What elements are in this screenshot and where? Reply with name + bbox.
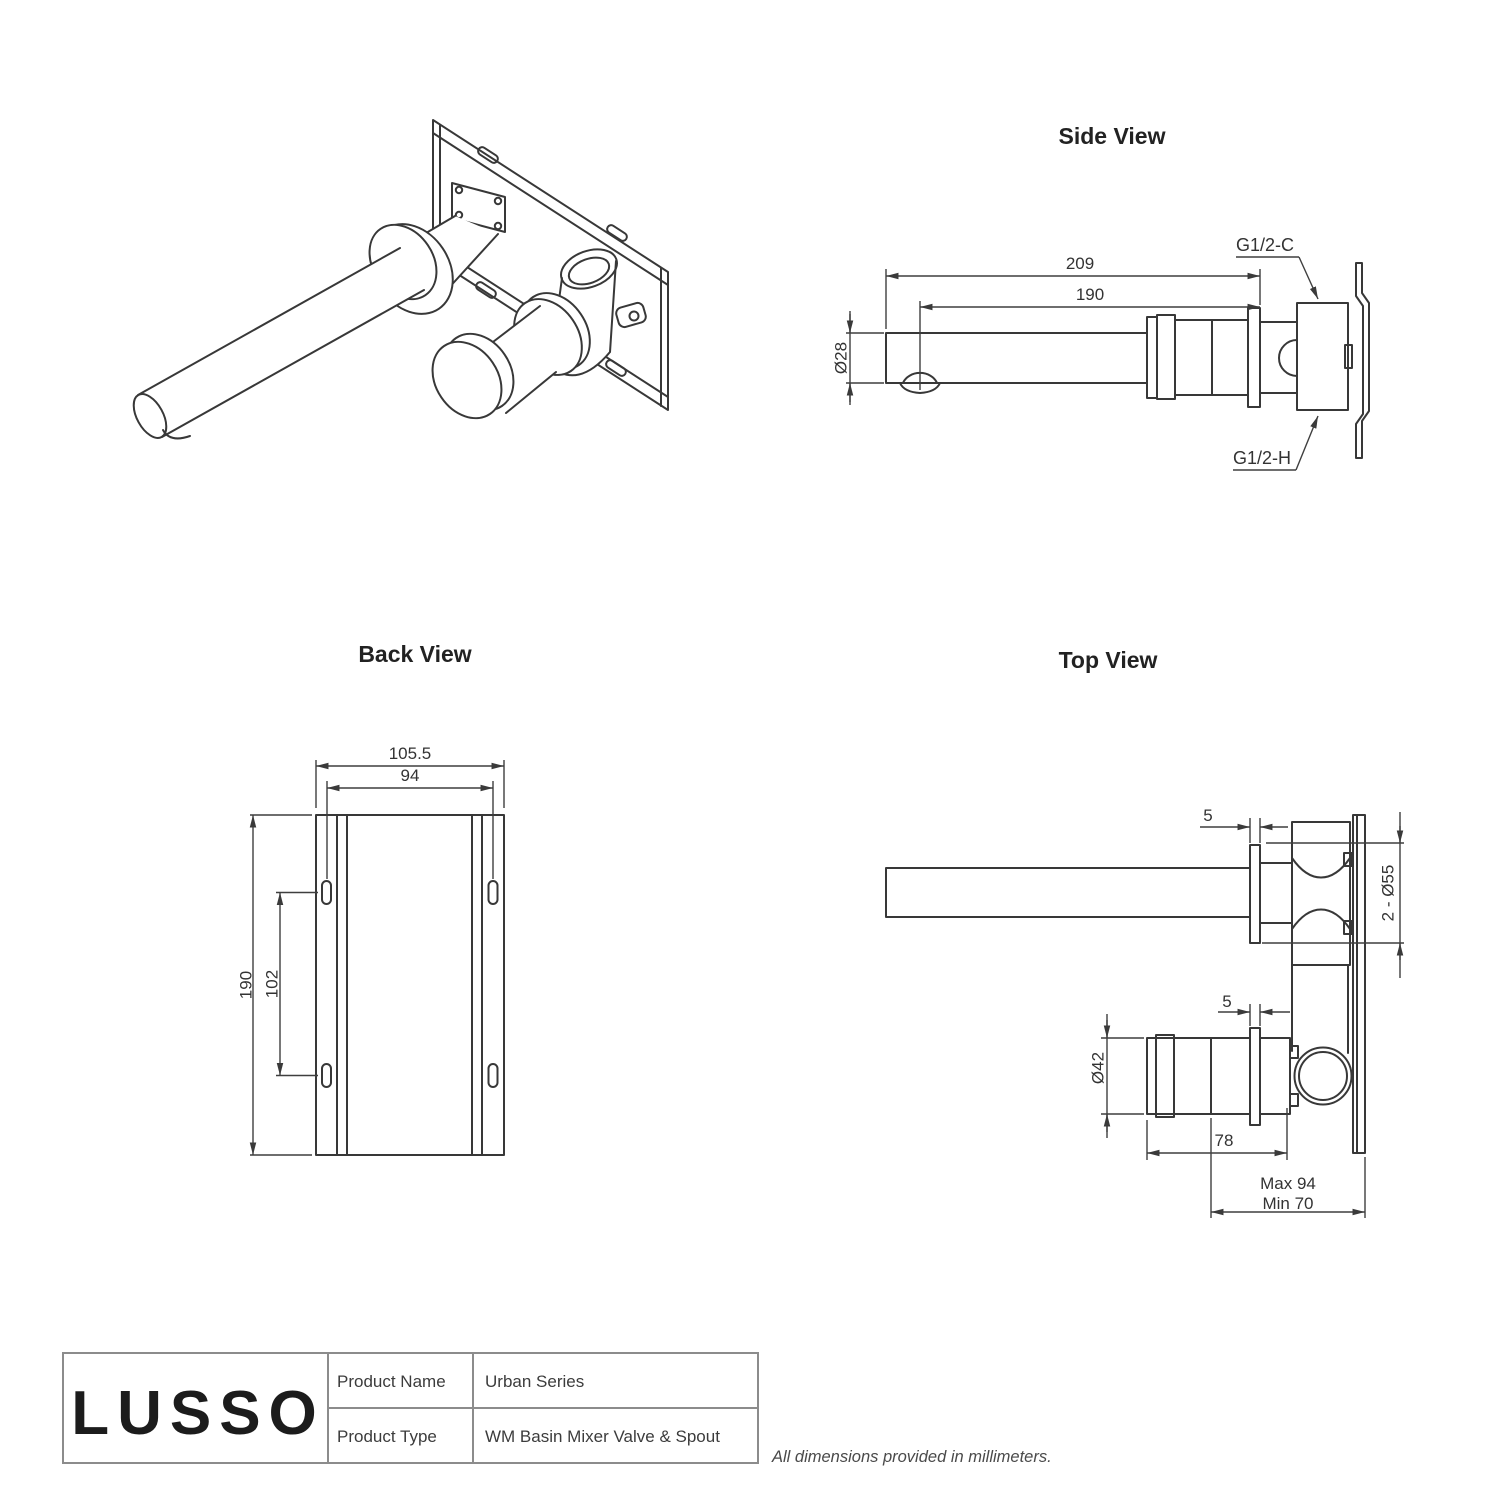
valve-dome xyxy=(1278,339,1298,377)
extension-lines xyxy=(1101,812,1404,1218)
dim-78-label: 78 xyxy=(1215,1131,1234,1150)
bracket-slot xyxy=(475,281,497,299)
spout-tube xyxy=(137,247,425,438)
spout-escutcheon-top xyxy=(1249,844,1261,944)
dim-dia42-label: Ø42 xyxy=(1089,1052,1108,1084)
product-name-value: Urban Series xyxy=(485,1372,584,1391)
handle-step-a xyxy=(1289,1045,1299,1059)
bracket-slots xyxy=(475,146,628,377)
back-view-parts xyxy=(315,814,505,1156)
top-view-title: Top View xyxy=(1059,647,1158,673)
product-name-label: Product Name xyxy=(337,1372,446,1391)
dim-2dia55-label: 2 - Ø55 xyxy=(1379,865,1398,922)
screw-hole xyxy=(493,221,503,231)
dim-190v-label: 190 xyxy=(237,971,256,999)
valve-body-curves xyxy=(1291,857,1351,930)
valve-box xyxy=(1296,302,1349,411)
valve-connector-sides xyxy=(1291,964,1349,1054)
side-view-title: Side View xyxy=(1059,123,1166,149)
dim-5-upper-label: 5 xyxy=(1203,806,1212,825)
title-block-gridlines xyxy=(327,1353,758,1463)
bracket-tab xyxy=(615,301,647,329)
dim-105-5-label: 105.5 xyxy=(389,744,432,763)
brand-logo: LUSSO xyxy=(71,1379,325,1448)
bracket-slot xyxy=(477,146,499,164)
handle-step-b xyxy=(1289,1093,1299,1107)
cold-leader xyxy=(1298,256,1319,300)
handle-ring-top xyxy=(1155,1034,1175,1118)
screw-hole xyxy=(493,196,503,206)
dim-5-lower-label: 5 xyxy=(1222,992,1231,1011)
mounting-slot xyxy=(487,1063,499,1088)
fixing-plate xyxy=(451,182,506,233)
spout-tube-fill xyxy=(138,248,424,437)
dim-min-label: Min 70 xyxy=(1262,1194,1313,1213)
spout-bar-top xyxy=(885,867,1251,918)
valve-cylinder-outer xyxy=(1293,1046,1353,1106)
cold-inlet-label: G1/2-C xyxy=(1236,235,1294,255)
dim-102-label: 102 xyxy=(263,970,282,998)
spout-aerator xyxy=(162,429,191,440)
bracket-slot xyxy=(605,359,627,377)
handle-knob-face xyxy=(431,340,503,420)
mounting-slot xyxy=(487,880,499,905)
inlet-cylinder-bore xyxy=(567,256,611,286)
product-type-label: Product Type xyxy=(337,1427,437,1446)
extension-lines xyxy=(846,269,1261,405)
escutcheon-flange-side xyxy=(1247,307,1261,408)
screw-hole xyxy=(454,185,464,195)
wall-bracket-side xyxy=(1355,262,1370,459)
hot-inlet-label: G1/2-H xyxy=(1233,448,1291,468)
valve-cylinder-inner xyxy=(1298,1051,1348,1101)
mounting-slot xyxy=(321,880,332,905)
isometric-view xyxy=(132,119,669,440)
handle-neck-top xyxy=(1259,1037,1291,1115)
spout-tip xyxy=(132,393,168,439)
dim-max-label: Max 94 xyxy=(1260,1174,1316,1193)
title-block: LUSSO Product Name Urban Series Product … xyxy=(62,1352,1052,1466)
spout-neck-top xyxy=(1259,862,1293,924)
handle-outline-top xyxy=(1146,1037,1251,1115)
handle-body xyxy=(488,305,557,414)
extension-lines xyxy=(250,760,505,1156)
bracket-tab-hole xyxy=(628,310,640,322)
spout-tube-side xyxy=(885,332,1148,384)
side-view-parts xyxy=(885,262,1370,459)
back-view-dimensions: 105.5 94 190 102 xyxy=(237,744,505,1156)
dim-dia28-label: Ø28 xyxy=(832,342,851,374)
side-view: Side View 209 190 Ø28 G1/2-C xyxy=(832,123,1370,471)
dim-209-label: 209 xyxy=(1066,254,1094,273)
cartridge-ring-a xyxy=(1146,316,1158,399)
top-view-dimensions: 5 2 - Ø55 5 Ø42 78 Max 94 Min 70 xyxy=(1089,806,1404,1218)
product-type-value: WM Basin Mixer Valve & Spout xyxy=(485,1427,720,1446)
bracket-slot xyxy=(606,224,628,242)
valve-screw-tab xyxy=(1344,344,1353,369)
units-note: All dimensions provided in millimeters. xyxy=(771,1448,1052,1466)
dim-94-label: 94 xyxy=(401,766,420,785)
top-view-parts xyxy=(885,814,1366,1154)
mounting-slot xyxy=(321,1063,332,1088)
valve-body-top xyxy=(1291,821,1351,966)
cartridge-ring-b xyxy=(1156,314,1176,400)
handle-escutcheon-top xyxy=(1249,1027,1261,1126)
back-view: Back View 105.5 94 190 102 xyxy=(237,641,505,1156)
back-view-title: Back View xyxy=(358,641,471,667)
top-view: Top View 5 2 xyxy=(885,647,1404,1218)
wall-plate-top xyxy=(1352,814,1366,1154)
side-view-dimensions: 209 190 Ø28 G1/2-C G1/2-H xyxy=(832,235,1319,471)
hot-leader xyxy=(1295,415,1319,471)
dim-190-label: 190 xyxy=(1076,285,1104,304)
bracket-plate-back xyxy=(315,814,505,1156)
bracket-bend-lines xyxy=(336,814,483,1156)
